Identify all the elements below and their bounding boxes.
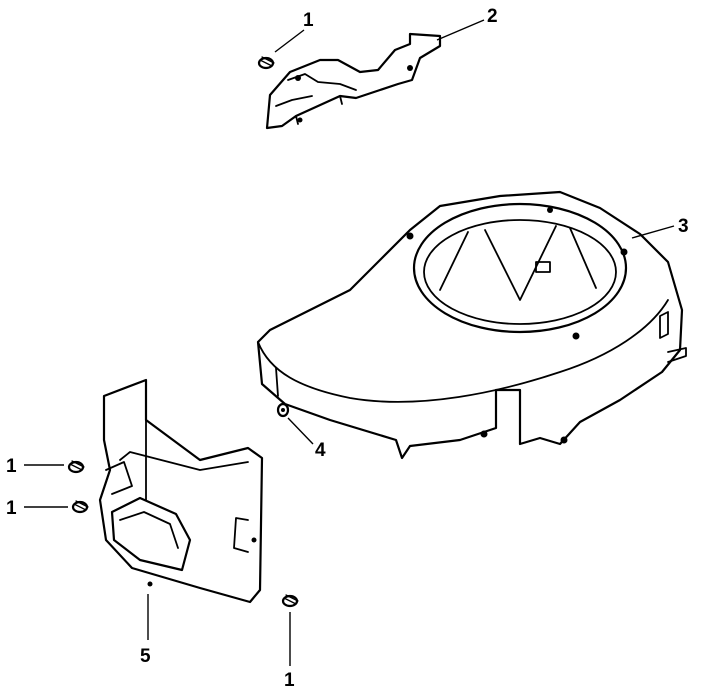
callout-2: 2 bbox=[487, 6, 498, 27]
leader-line-1a bbox=[274, 29, 305, 53]
callout-4: 4 bbox=[315, 440, 326, 461]
callout-1-left-upper: 1 bbox=[6, 456, 17, 477]
leader-line-2 bbox=[436, 19, 485, 41]
blower-housing-part-3[interactable] bbox=[256, 190, 687, 460]
callout-1-left-lower: 1 bbox=[6, 498, 17, 519]
leader-line-3 bbox=[631, 225, 675, 239]
leader-line-4 bbox=[287, 417, 314, 445]
screw-part-4[interactable] bbox=[276, 402, 290, 418]
screw-part-1-bottom[interactable] bbox=[281, 594, 299, 608]
screw-part-1-left-upper[interactable] bbox=[67, 460, 85, 474]
callout-3: 3 bbox=[678, 216, 689, 237]
screw-part-1-top[interactable] bbox=[257, 56, 275, 70]
callout-1-top: 1 bbox=[303, 10, 314, 31]
shroud-part-5[interactable] bbox=[98, 378, 264, 604]
callout-5: 5 bbox=[140, 646, 151, 667]
screw-part-1-left-lower[interactable] bbox=[71, 500, 89, 514]
bracket-part-2[interactable] bbox=[265, 32, 442, 130]
callout-1-bottom: 1 bbox=[284, 670, 295, 691]
